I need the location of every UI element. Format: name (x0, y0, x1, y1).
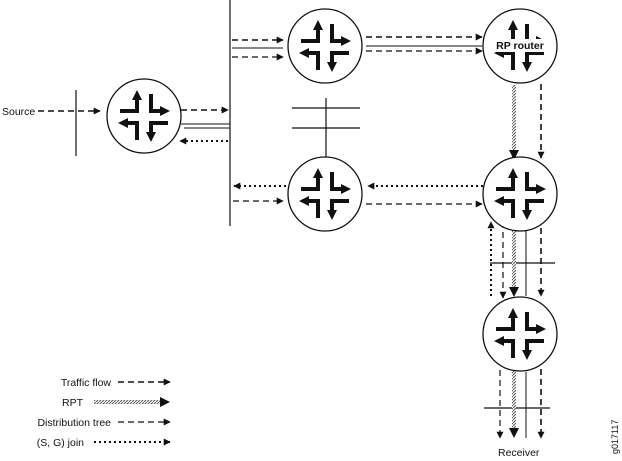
legend-distribution-tree-label: Distribution tree (37, 417, 111, 429)
receiver-label: Receiver (498, 447, 540, 459)
figure-id: g017117 (610, 420, 620, 454)
legend: Traffic flow RPT Distribution tree (S, G… (37, 377, 171, 449)
source-router-icon (105, 77, 183, 155)
router-top-icon (286, 7, 364, 85)
receiver-router-icon (481, 295, 559, 373)
router-middle-icon (286, 155, 364, 233)
source-label: Source (2, 106, 35, 118)
legend-rpt-label: RPT (62, 397, 84, 409)
rp-router-label: RP router (496, 40, 544, 52)
router-right-icon (481, 155, 559, 233)
legend-sg-join-label: (S, G) join (37, 437, 84, 449)
legend-traffic-flow-label: Traffic flow (61, 377, 112, 389)
